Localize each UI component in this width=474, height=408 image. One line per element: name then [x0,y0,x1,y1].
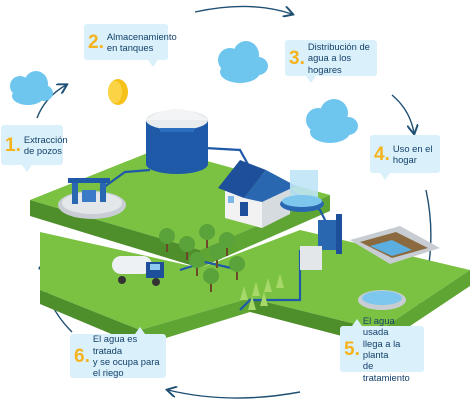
step-callout-5: 5. El agua usada llega a la planta de tr… [340,315,424,383]
step-callout-1: 1. Extracción de pozos [1,125,68,165]
step-callout-3: 3. Distribución de agua a los hogares [285,40,377,76]
step-label: El agua es tratada y se ocupa para el ri… [92,333,160,379]
step-callout-6: 6. El agua es tratada y se ocupa para el… [70,333,166,379]
tree-icon [159,224,245,292]
step-label: El agua usada llega a la planta de trata… [362,315,410,383]
step-label: Extracción de pozos [23,133,68,156]
step-number: 4. [374,143,390,165]
step-number: 6. [74,345,90,367]
sun-icon [108,79,128,105]
step-number: 2. [88,31,104,53]
step-callout-4: 4. Uso en el hogar [370,135,440,173]
cycle-arrow-top [194,5,292,14]
cloud-icon [10,71,53,105]
tanker-truck-icon [112,256,164,286]
house-icon [218,160,324,228]
step-label: Uso en el hogar [392,142,433,165]
treatment-plant-icon [300,214,440,310]
step-number: 1. [5,134,21,156]
cloud-icon [218,41,268,83]
cycle-arrow-right-top [391,94,414,133]
step-number: 5. [344,338,360,360]
step-label: Almacenamiento en tanques [106,30,177,53]
step-number: 3. [289,47,305,69]
water-tank-icon [146,109,208,174]
well-icon [58,178,126,219]
crop-rows [240,274,284,310]
cycle-arrow-bottom [168,390,301,399]
step-label: Distribución de agua a los hogares [307,41,370,75]
cloud-icon [306,99,358,143]
step-callout-2: 2. Almacenamiento en tanques [84,24,177,60]
